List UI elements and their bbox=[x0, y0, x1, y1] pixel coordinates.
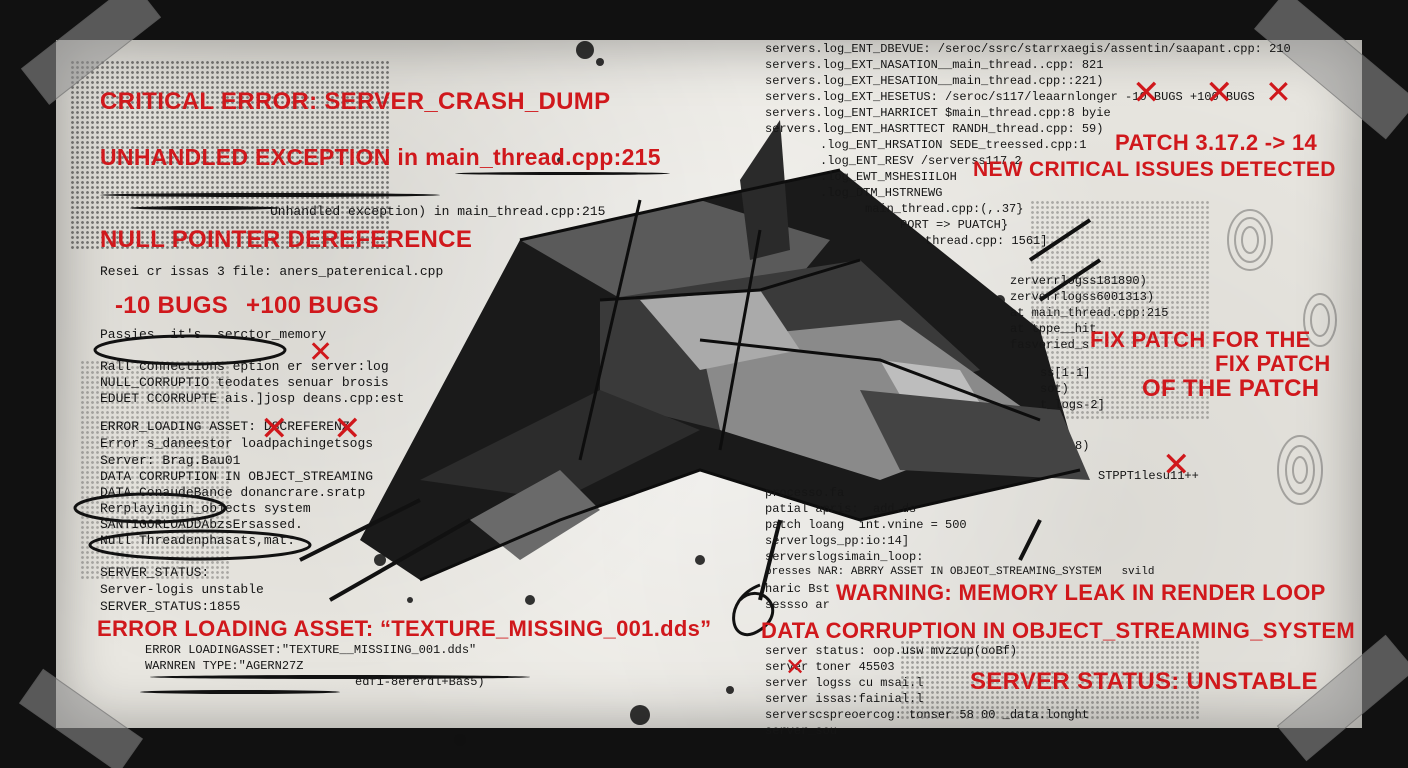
starship-hull bbox=[360, 120, 1090, 580]
log-line: ERROR_LOADING ASSET: DSCREFERENZ bbox=[100, 419, 350, 434]
halftone-patch-left-mid bbox=[80, 360, 230, 580]
log-line: fasvoried_s bbox=[1010, 338, 1090, 352]
log-line: edfi-8ererdl+Bas5) bbox=[355, 675, 485, 689]
red-x-mark: ✕ bbox=[1132, 73, 1161, 113]
log-line: Rerplayingin_objects system bbox=[100, 501, 311, 516]
log-line: servers.log_ENT_DBEVUE: /seroc/ssrc/star… bbox=[765, 42, 1291, 56]
log-line: sot) bbox=[1040, 382, 1069, 396]
log-line: STPPT1lesu11++ bbox=[1098, 469, 1199, 483]
log-line: server toner 45503 bbox=[765, 660, 895, 674]
log-line: presses NAR: ABRRY ASSET IN OBJEOT_STREA… bbox=[765, 566, 1155, 578]
log-line: .log_DTM_HSTRNEWG bbox=[820, 186, 943, 200]
log-line: server_sou bbox=[765, 724, 838, 738]
log-line: Null Threadenphasats,mat: bbox=[100, 533, 296, 548]
headline-unhandled-exception: UNHANDLED EXCEPTION in main_thread.cpp:2… bbox=[100, 144, 661, 170]
log-line: Resei cr issas 3 file: aners_paterenical… bbox=[100, 264, 444, 279]
log-line: .log_EWT_MSHESIILOH bbox=[820, 170, 957, 184]
log-line: processo.fa bbox=[765, 486, 845, 500]
ink-loop bbox=[732, 583, 775, 637]
log-line: patch loang int.vnine = 500 bbox=[765, 518, 967, 532]
headline-fix-patch-line1: FIX PATCH FOR THE bbox=[1090, 327, 1311, 352]
log-line: ss[1-1] bbox=[1040, 366, 1091, 380]
log-line: servers.log_EXT_HESATION__main_thread.cp… bbox=[765, 74, 1104, 88]
headline-memory-leak-warning: WARNING: MEMORY LEAK IN RENDER LOOP bbox=[836, 580, 1326, 605]
log-line: Server-logis unstable bbox=[100, 582, 264, 597]
log-line: 8) bbox=[1075, 439, 1090, 453]
headline-bugs-minus: -10 BUGS bbox=[115, 292, 229, 319]
headline-new-critical-issues: NEW CRITICAL ISSUES DETECTED bbox=[973, 158, 1336, 181]
log-line: patial apris: add.ds bbox=[765, 502, 917, 516]
log-line: t_logs-2] bbox=[1040, 398, 1105, 412]
red-x-mark: ✕ bbox=[785, 653, 806, 681]
red-x-mark: ✕ bbox=[260, 409, 289, 449]
log-line: Unhandled exception) in main_thread.cpp:… bbox=[270, 204, 606, 219]
log-line: servers.log_ENT_HASRTTECT RANDH_thread.c… bbox=[765, 122, 1104, 136]
log-line: DATA ConaudeBance donancrare.sratp bbox=[100, 485, 366, 500]
red-x-mark: ✕ bbox=[1265, 73, 1292, 111]
log-line: at main_thread.cpp:215 bbox=[1010, 306, 1169, 320]
scribble-strike-4 bbox=[140, 690, 340, 694]
scribble-circle-left-1 bbox=[93, 334, 287, 366]
log-line: WARNREN TYPE:"AGERN27Z bbox=[145, 659, 304, 673]
halftone-patch-bottom-right bbox=[900, 640, 1200, 720]
log-line: SERVER_STATUS:1855 bbox=[100, 599, 241, 614]
underline-unhandled bbox=[455, 172, 670, 175]
log-line: thread.cpp: 1561] bbox=[925, 234, 1048, 248]
log-line: at tppe__hit bbox=[1010, 322, 1097, 336]
starship-panel-lines bbox=[419, 168, 1081, 582]
red-x-mark: ✕ bbox=[1162, 445, 1191, 485]
red-x-mark: ✕ bbox=[1205, 73, 1234, 113]
log-line: SANTIGORLOADDAbzsErsassed. bbox=[100, 517, 303, 532]
red-x-mark: ✕ bbox=[308, 335, 334, 370]
log-line: sessso ar bbox=[765, 598, 830, 612]
log-line: servers.log_ENT_HARRICET $main_thread.cp… bbox=[765, 106, 1111, 120]
scribble-circle-left-3 bbox=[88, 529, 312, 561]
log-line: servers.log_EXT_NASATION__main_thread..c… bbox=[765, 58, 1104, 72]
headline-null-pointer: NULL POINTER DEREFERENCE bbox=[100, 226, 473, 253]
log-line: .log_ENT_HRSATION SEDE_treessed.cpp:1 bbox=[820, 138, 1087, 152]
halftone-patch-right bbox=[1030, 200, 1210, 420]
log-line: serverslogsimain_loop: bbox=[765, 550, 924, 564]
log-line: Rall connections eption er server:log bbox=[100, 359, 389, 374]
log-line: NULL_CORRUPTIO teodates senuar brosis bbox=[100, 375, 389, 390]
log-line: servers.log_EXT_HESETUS: /seroc/s117/lea… bbox=[765, 90, 1255, 104]
log-line: ERROR LOADINGASSET:"TEXTURE__MISSIING_00… bbox=[145, 643, 477, 657]
scribble-strike-1 bbox=[100, 193, 440, 197]
log-line: SERVER_STATUS: bbox=[100, 565, 210, 580]
log-line: server status: oop.usw mvzzup(ooBf) bbox=[765, 644, 1018, 658]
log-line: PORT => PUATCH} bbox=[900, 218, 1009, 232]
starship-cannons bbox=[299, 218, 1102, 602]
headline-bugs-plus: +100 BUGS bbox=[246, 292, 379, 319]
log-line: main_thread.cpp:(,.37} bbox=[865, 202, 1024, 216]
log-line: .log_ENT_RESV /serverss117.2 bbox=[820, 154, 1022, 168]
scribble-strike-2 bbox=[130, 206, 280, 210]
headline-server-status: SERVER STATUS: UNSTABLE bbox=[970, 668, 1318, 695]
headline-data-corruption: DATA CORRUPTION IN OBJECT_STREAMING_SYST… bbox=[761, 618, 1356, 643]
log-line: serverscspreoercog: tonser 58 00 _data.l… bbox=[765, 708, 1090, 722]
red-x-mark: ✕ bbox=[333, 409, 362, 449]
log-line: server issas:fainial.l bbox=[765, 692, 924, 706]
log-line: Error s_daneestor loadpachingetsogs bbox=[100, 436, 374, 451]
log-line: serverlogs_pp:io:14] bbox=[765, 534, 910, 548]
fingerprints bbox=[1227, 209, 1337, 505]
log-line: DATA CORRUPTION IN OBJECT_STREAMING bbox=[100, 469, 374, 484]
headline-critical-error: CRITICAL ERROR: SERVER_CRASH_DUMP bbox=[100, 88, 611, 115]
log-line: server logss cu msai.l bbox=[765, 676, 924, 690]
log-line: Server: Brag.Bau01 bbox=[100, 453, 241, 468]
scribble-circle-left-2 bbox=[73, 492, 227, 524]
halftone-patch-top-left bbox=[70, 60, 390, 250]
scribble-strike-3 bbox=[150, 675, 530, 679]
log-line: zerverrlogss6001313) bbox=[1010, 290, 1155, 304]
headline-patch-version: PATCH 3.17.2 -> 14 bbox=[1115, 130, 1318, 155]
log-line: haric Bst bbox=[765, 582, 830, 596]
log-line: zerverrlogss181890) bbox=[1010, 274, 1147, 288]
headline-fix-patch-line3: OF THE PATCH bbox=[1142, 375, 1320, 402]
log-line: Passies it's serctor_memory bbox=[100, 327, 327, 342]
log-line: EDUET CCORRUPTE ais.]josp deans.cpp:est bbox=[100, 391, 405, 406]
headline-fix-patch-line2: FIX PATCH bbox=[1215, 351, 1331, 376]
headline-error-loading-asset: ERROR LOADING ASSET: “TEXTURE_MISSING_00… bbox=[97, 616, 712, 641]
